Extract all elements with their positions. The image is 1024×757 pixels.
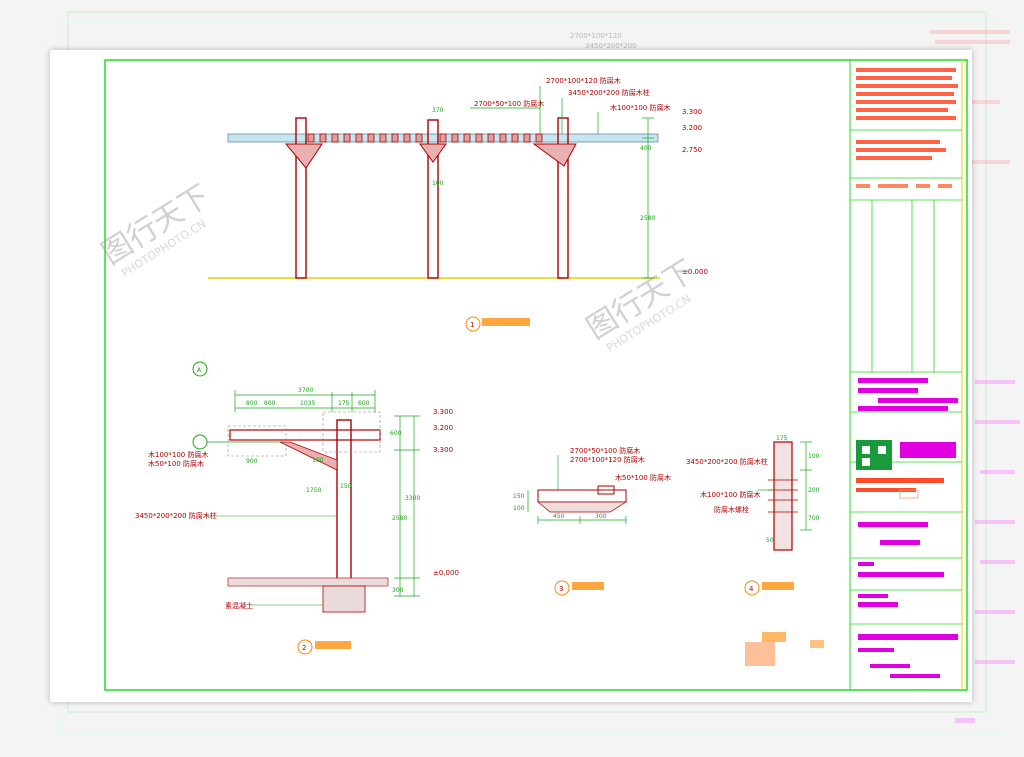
detail3-dim-3: 100	[513, 505, 525, 512]
axis-bubble-a	[192, 361, 208, 377]
elevation-title-bar	[482, 318, 530, 326]
section-dim-top-1: 800	[246, 400, 258, 407]
detail3-title-bar	[572, 582, 604, 590]
ghost-label-1: 2700*100*120	[570, 32, 622, 40]
section-dim-mid-1: 100	[312, 457, 324, 464]
elevation-view: 2700*50*100 防腐木 2700*100*120 防腐木 3450*20…	[208, 76, 708, 332]
stamp-marks	[745, 632, 824, 666]
detail4-title-bar	[762, 582, 794, 590]
beam-label-0: 2700*100*120 防腐木	[546, 76, 621, 85]
section-label-1: 木50*100 防腐木	[148, 459, 204, 468]
section-column	[336, 419, 352, 601]
cad-drawing: 2700*50*100 防腐木 2700*100*120 防腐木 3450*20…	[96, 59, 968, 691]
section-dim-right-1: 3300	[405, 495, 420, 502]
detail4-label-2: 防腐木螺栓	[714, 505, 749, 514]
beam-label-2: 3450*200*200 防腐木柱	[568, 88, 650, 97]
section-dim-right-3: 300	[392, 587, 404, 594]
elevation-dim-right-0: 400	[640, 145, 652, 152]
section-dim-top-2: 600	[264, 400, 276, 407]
elevation-level-3: ±0.000	[682, 268, 708, 276]
detail3-title-number: 3	[559, 585, 563, 593]
beam-label-3: 木100*100 防腐木	[610, 103, 670, 112]
ghost-label-2: 3450*200*200	[585, 42, 637, 50]
section-dim-mid-0: 900	[246, 458, 258, 465]
title-block	[850, 68, 962, 678]
detail4-dim-4: 50	[766, 537, 774, 544]
section-dim-top-0: 3700	[298, 387, 313, 394]
detail3-dim-2: 150	[513, 493, 525, 500]
watermark-2: 图行天下 PHOTOPHOTO.CN	[581, 254, 701, 355]
detail3-title-marker	[554, 580, 570, 596]
drawing-sheet: 2700*50*100 防腐木 2700*100*120 防腐木 3450*20…	[50, 50, 972, 702]
section-beam	[229, 429, 381, 441]
elevation-dim-small-0: 100	[432, 180, 444, 187]
elevation-title-number: 1	[470, 321, 474, 329]
elevation-level-1: 3.200	[682, 124, 702, 132]
elevation-title-marker	[465, 316, 481, 332]
section-dim-top-4: 175	[338, 400, 350, 407]
section-footing-label: 素混凝土	[225, 601, 253, 610]
section-brace	[279, 441, 338, 471]
section-title-marker	[297, 639, 313, 655]
watermark-1: 图行天下 PHOTOPHOTO.CN	[96, 179, 216, 280]
detail4-dim-3: 700	[808, 515, 820, 522]
detail3-dim-0: 450	[553, 513, 565, 520]
detail3-label-2: 木50*100 防腐木	[615, 473, 671, 482]
elevation-level-0: 3.300	[682, 108, 702, 116]
detail4-label-0: 3450*200*200 防腐木柱	[686, 457, 768, 466]
elevation-dim-top: 370	[432, 107, 444, 114]
section-dim-mid-3: 1750	[306, 487, 321, 494]
section-title-bar	[315, 641, 351, 649]
section-view: A 3700 800 600 1035 175 600 木100*100 防腐木…	[135, 361, 459, 655]
detail4-label-1: 木100*100 防腐木	[700, 490, 760, 499]
detail4-dim-0: 175	[776, 435, 788, 442]
section-dim-mid-2: 150	[340, 483, 352, 490]
detail4-title-marker	[744, 580, 760, 596]
axis-label-a: A	[197, 367, 202, 374]
section-title-number: 2	[302, 644, 306, 652]
section-label-0: 木100*100 防腐木	[148, 450, 208, 459]
detail4-column	[773, 441, 793, 551]
section-level-1: 3.200	[433, 424, 453, 432]
section-level-2: 3.300	[433, 446, 453, 454]
section-dim-top-3: 1035	[300, 400, 315, 407]
detail3-beam	[537, 489, 627, 503]
beam-label-1: 2700*50*100 防腐木	[474, 99, 544, 108]
axis-bubble-b	[192, 434, 208, 450]
elevation-level-2: 2.750	[682, 146, 702, 154]
section-level-3: ±0.000	[433, 569, 459, 577]
elevation-columns	[295, 117, 569, 279]
section-label-2: 3450*200*200 防腐木柱	[135, 511, 217, 520]
qr-code	[856, 440, 892, 470]
detail4-title-number: 4	[749, 585, 754, 593]
section-footing	[322, 585, 366, 613]
detail-4-view: 3450*200*200 防腐木柱 木100*100 防腐木 防腐木螺栓 175…	[686, 435, 820, 596]
detail3-label-0: 2700*50*100 防腐木	[570, 446, 640, 455]
section-dim-top-5: 600	[358, 400, 370, 407]
elevation-dim-right-1: 2580	[640, 215, 655, 222]
section-dim-right-2: 2580	[392, 515, 407, 522]
section-dim-right-0: 600	[390, 430, 402, 437]
section-level-0: 3.300	[433, 408, 453, 416]
detail4-dim-1: 100	[808, 453, 820, 460]
detail3-dim-1: 300	[595, 513, 607, 520]
detail3-label-1: 2700*100*120 防腐木	[570, 455, 645, 464]
drawing-frame	[104, 59, 968, 691]
detail-3-view: 2700*50*100 防腐木 2700*100*120 防腐木 木50*100…	[513, 446, 671, 596]
detail4-dim-2: 200	[808, 487, 820, 494]
section-slab	[227, 577, 389, 587]
